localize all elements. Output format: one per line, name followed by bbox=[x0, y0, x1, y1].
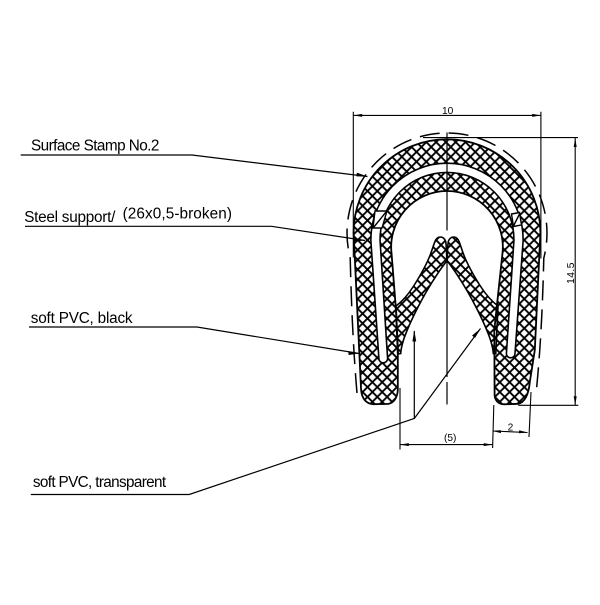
svg-text:14.5: 14.5 bbox=[566, 262, 577, 284]
svg-text:Surface Stamp No.2: Surface Stamp No.2 bbox=[31, 138, 159, 155]
svg-text:soft PVC, black: soft PVC, black bbox=[31, 310, 133, 327]
svg-text:2: 2 bbox=[508, 422, 514, 433]
svg-text:soft PVC, transparent: soft PVC, transparent bbox=[33, 474, 167, 491]
svg-text:(26x0,5-broken): (26x0,5-broken) bbox=[123, 206, 232, 223]
svg-text:(5): (5) bbox=[444, 433, 456, 444]
svg-text:10: 10 bbox=[442, 106, 454, 117]
svg-text:Steel support/: Steel support/ bbox=[24, 209, 116, 226]
